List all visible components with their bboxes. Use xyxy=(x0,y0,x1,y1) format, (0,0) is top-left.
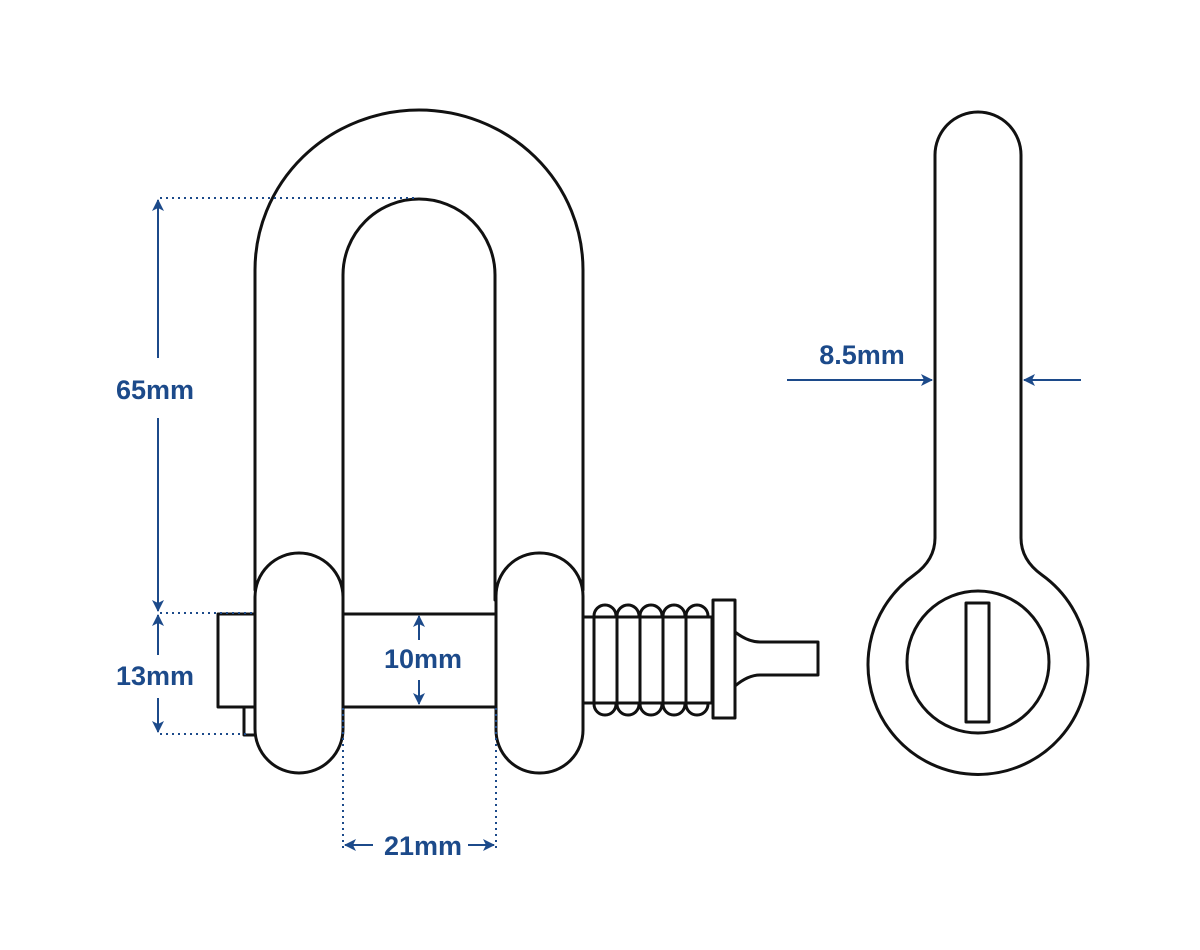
side-body xyxy=(866,110,1090,776)
dimension-65mm: 65mm xyxy=(116,197,415,614)
dimension-label-65mm: 65mm xyxy=(116,375,194,405)
shackle-front-view xyxy=(216,108,820,775)
dimension-21mm: 21mm xyxy=(342,708,497,861)
dimension-label-10mm: 10mm xyxy=(384,644,462,674)
dimension-13mm: 13mm xyxy=(116,614,250,735)
dimension-10mm: 10mm xyxy=(384,615,462,705)
pin-collar xyxy=(711,598,737,720)
shackle-bow-inner xyxy=(341,197,497,602)
dimension-8-5mm: 8.5mm xyxy=(787,340,1081,386)
pin-head xyxy=(216,612,260,709)
right-ear xyxy=(494,551,585,775)
shackle-side-view xyxy=(866,110,1090,776)
dimension-label-21mm: 21mm xyxy=(384,831,462,861)
dimension-label-13mm: 13mm xyxy=(116,661,194,691)
pin-tip xyxy=(733,630,820,688)
dimension-label-8-5mm: 8.5mm xyxy=(819,340,905,370)
pin-thread xyxy=(580,615,714,705)
left-ear xyxy=(253,551,345,775)
side-pin-slot xyxy=(964,601,991,724)
